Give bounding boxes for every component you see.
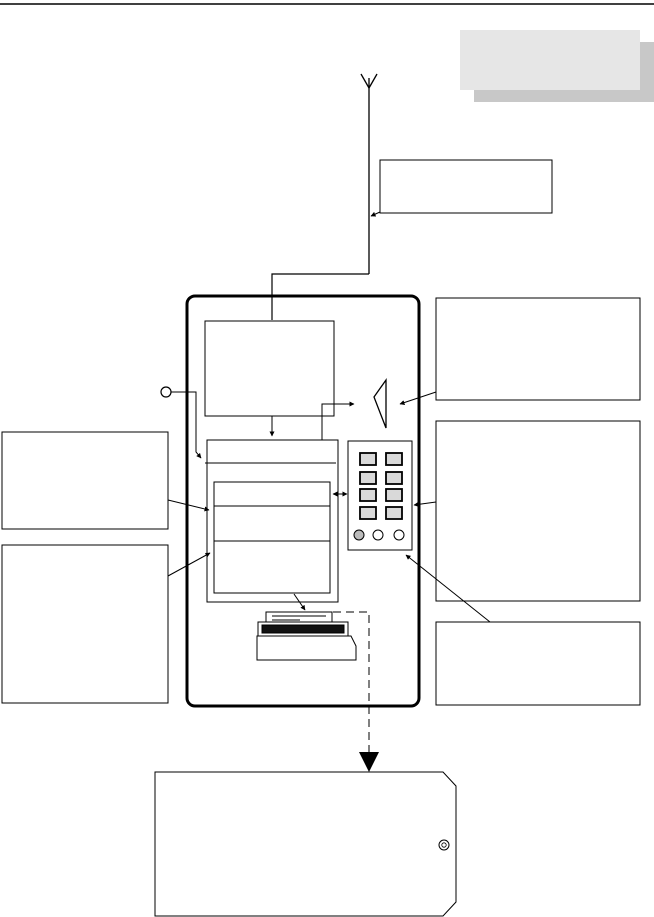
display-callout-box bbox=[1, 544, 169, 704]
keypad bbox=[347, 440, 413, 551]
input-callout-box bbox=[1, 431, 169, 530]
tag-hole-inner bbox=[441, 842, 447, 848]
antenna-callout-box bbox=[379, 159, 553, 214]
keypad-callout-leader bbox=[413, 501, 437, 507]
speaker-icon bbox=[373, 377, 387, 429]
input-callout-leader bbox=[167, 499, 210, 512]
processor-unit bbox=[205, 439, 339, 603]
speaker-callout-leader bbox=[399, 391, 437, 405]
indicator-led bbox=[372, 529, 384, 541]
display-callout-leader bbox=[167, 552, 211, 577]
main-cabinet bbox=[185, 294, 421, 708]
printout-arrowhead bbox=[359, 752, 379, 772]
indicator-led bbox=[393, 529, 405, 541]
keypad-keys bbox=[359, 452, 403, 520]
keypad-callout-box bbox=[435, 420, 641, 602]
processor-to-printer bbox=[293, 593, 306, 611]
printer-icon bbox=[256, 611, 357, 661]
external-input-line bbox=[171, 391, 202, 459]
antenna-callout-leader bbox=[370, 211, 381, 217]
tag-icon bbox=[154, 771, 457, 917]
antenna-cable bbox=[271, 273, 369, 320]
antenna-icon bbox=[360, 73, 378, 274]
receiver-box bbox=[204, 320, 335, 417]
indicator-callout-leader bbox=[405, 554, 491, 623]
external-input-connector bbox=[160, 386, 172, 398]
speaker-feed-line bbox=[321, 401, 355, 440]
indicator-callout-box bbox=[435, 621, 641, 706]
indicator-led bbox=[353, 529, 365, 541]
speaker-callout-box bbox=[435, 297, 641, 401]
title-box bbox=[460, 30, 654, 102]
